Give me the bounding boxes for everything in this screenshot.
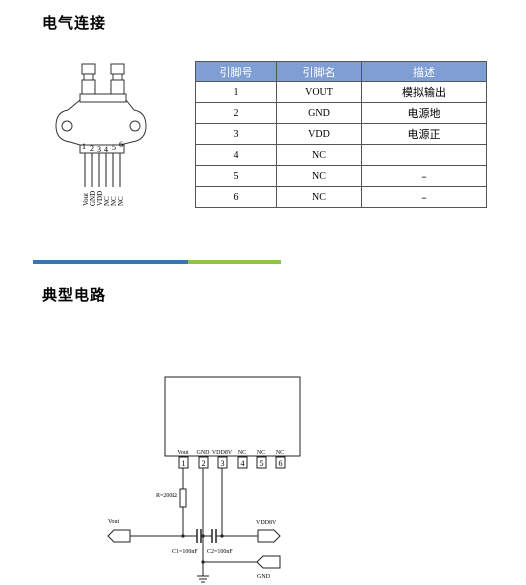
chip-pin-box-5 bbox=[256, 456, 267, 469]
pin-description: 模拟输出 bbox=[361, 81, 487, 103]
vdd-terminal bbox=[257, 529, 281, 543]
table-row: 2 GND 电源地 bbox=[195, 102, 487, 124]
mount-hole-right bbox=[129, 120, 141, 132]
pin-description: – bbox=[361, 165, 487, 187]
pkg-pin-label-4: NC bbox=[103, 196, 111, 206]
pressure-port-left bbox=[81, 79, 96, 95]
header-pin-number: 引脚号 bbox=[195, 61, 277, 82]
section-title-typical-circuit: 典型电路 bbox=[42, 286, 107, 304]
sensor-chip-box bbox=[164, 376, 301, 457]
table-row: 1 VOUT 模拟输出 bbox=[195, 81, 487, 103]
pressure-port-left-tip bbox=[81, 63, 96, 75]
pkg-pin-label-2: GND bbox=[89, 191, 97, 206]
pressure-port-right bbox=[110, 79, 125, 95]
pin-table: 引脚号 引脚名 描述 1 VOUT 模拟输出 2 GND 电源地 3 VDD 电… bbox=[195, 61, 487, 208]
pkg-pin-number-5: 5 bbox=[112, 143, 116, 152]
chip-pin-number-6: 6 bbox=[279, 459, 283, 468]
chip-pin-box-4 bbox=[237, 456, 248, 469]
pin-number: 1 bbox=[195, 81, 277, 103]
pkg-pin-label-1: Vout bbox=[82, 193, 90, 206]
pin-name: GND bbox=[276, 102, 362, 124]
capacitor-c2-label: C2=100nF bbox=[207, 549, 233, 555]
pin-name: NC bbox=[276, 165, 362, 187]
pin-name: VOUT bbox=[276, 81, 362, 103]
mount-hole-left bbox=[61, 120, 73, 132]
pkg-pin-label-3: VDD bbox=[96, 191, 104, 206]
header-description: 描述 bbox=[361, 61, 487, 82]
pkg-pin-number-2: 2 bbox=[90, 144, 94, 153]
gnd-terminal bbox=[256, 555, 281, 569]
pin-name: VDD bbox=[276, 123, 362, 145]
chip-pin-label-4: NC bbox=[238, 450, 246, 456]
resistor bbox=[179, 488, 187, 508]
pkg-pin-label-6: NC bbox=[117, 196, 125, 206]
chip-pin-box-6 bbox=[275, 456, 286, 469]
pin-description: 电源正 bbox=[361, 123, 487, 145]
pin-number: 5 bbox=[195, 165, 277, 187]
pin-description bbox=[361, 144, 487, 166]
pin-number: 4 bbox=[195, 144, 277, 166]
resistor-label: R=200Ω bbox=[156, 493, 177, 499]
pkg-pin-number-3: 3 bbox=[97, 145, 101, 154]
section-divider-blue bbox=[33, 260, 188, 264]
section-title-electrical-connection: 电气连接 bbox=[42, 14, 107, 32]
chip-pin-number-1: 1 bbox=[182, 459, 186, 468]
header-pin-name: 引脚名 bbox=[276, 61, 362, 82]
pin-number: 6 bbox=[195, 186, 277, 208]
table-row: 6 NC – bbox=[195, 186, 487, 208]
chip-pin-label-2: GND bbox=[197, 450, 211, 456]
chip-pin-number-4: 4 bbox=[241, 459, 245, 468]
pkg-pin-label-5: NC bbox=[110, 196, 118, 206]
vout-terminal bbox=[107, 529, 131, 543]
pkg-pin-number-4: 4 bbox=[104, 145, 108, 154]
capacitor-c1-label: C1=100nF bbox=[172, 549, 198, 555]
vdd-label: VDD8V bbox=[256, 520, 277, 526]
chip-pin-box-2 bbox=[198, 456, 209, 469]
pkg-pin-number-1: 1 bbox=[82, 142, 86, 151]
table-row: 5 NC – bbox=[195, 165, 487, 187]
chip-pin-label-6: NC bbox=[276, 450, 284, 456]
pin-number: 2 bbox=[195, 102, 277, 124]
table-row: 4 NC bbox=[195, 144, 487, 166]
section-divider-green bbox=[188, 260, 281, 264]
pin-name: NC bbox=[276, 186, 362, 208]
chip-pin-box-3 bbox=[217, 456, 228, 469]
pin-description: – bbox=[361, 186, 487, 208]
chip-pin-label-1: Vout bbox=[177, 450, 189, 456]
chip-pin-number-3: 3 bbox=[221, 459, 225, 468]
pin-name: NC bbox=[276, 144, 362, 166]
chip-pin-box-1 bbox=[178, 456, 189, 469]
chip-pin-number-2: 2 bbox=[202, 459, 206, 468]
pin-description: 电源地 bbox=[361, 102, 487, 124]
chip-pin-label-5: NC bbox=[257, 450, 265, 456]
pin-number: 3 bbox=[195, 123, 277, 145]
chip-pin-number-5: 5 bbox=[260, 459, 264, 468]
pressure-port-right-tip bbox=[110, 63, 125, 75]
pkg-pin-number-6: 6 bbox=[119, 140, 123, 149]
vout-label: Vout bbox=[108, 519, 120, 525]
chip-pin-label-3: VDD8V bbox=[212, 450, 233, 456]
gnd-label: GND bbox=[257, 574, 271, 580]
pin-table-header: 引脚号 引脚名 描述 bbox=[195, 61, 487, 82]
package-body bbox=[55, 99, 147, 146]
table-row: 3 VDD 电源正 bbox=[195, 123, 487, 145]
